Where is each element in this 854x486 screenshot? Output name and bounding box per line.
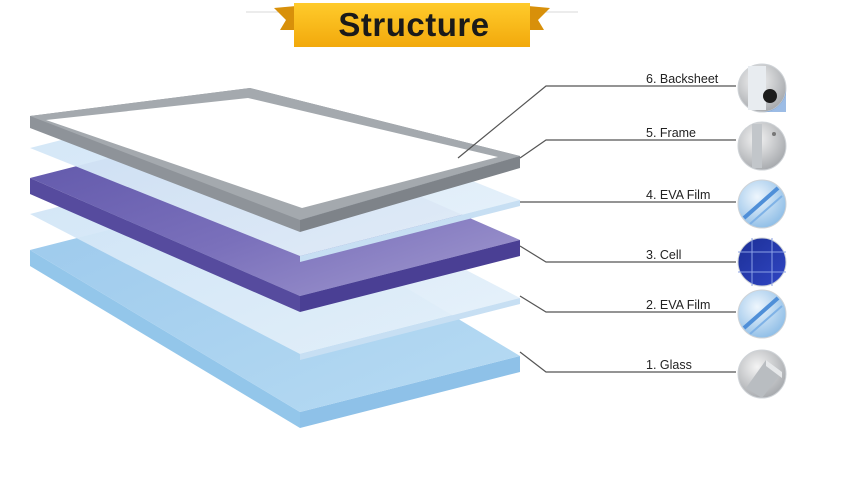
eva-film-icon	[737, 289, 787, 339]
frame-icon	[737, 121, 787, 171]
cell-icon	[737, 237, 787, 287]
layer-label-frame: 5. Frame	[646, 126, 697, 140]
backsheet-icon	[737, 63, 787, 113]
banner-ribbon	[246, 3, 578, 47]
eva-film-icon	[737, 179, 787, 229]
title-banner: Structure	[246, 0, 578, 52]
leader-lines	[457, 85, 736, 373]
page-title: Structure	[338, 6, 490, 43]
layer-label-eva-film-upper: 4. EVA Film	[646, 188, 711, 202]
glass-icon	[737, 349, 787, 399]
layer-label-eva-film-lower: 2. EVA Film	[646, 298, 711, 312]
layer-label-glass: 1. Glass	[646, 358, 692, 372]
layer-label-cell: 3. Cell	[646, 248, 682, 262]
frame-layer	[30, 88, 520, 232]
layer-label-backsheet: 6. Backsheet	[646, 72, 719, 86]
